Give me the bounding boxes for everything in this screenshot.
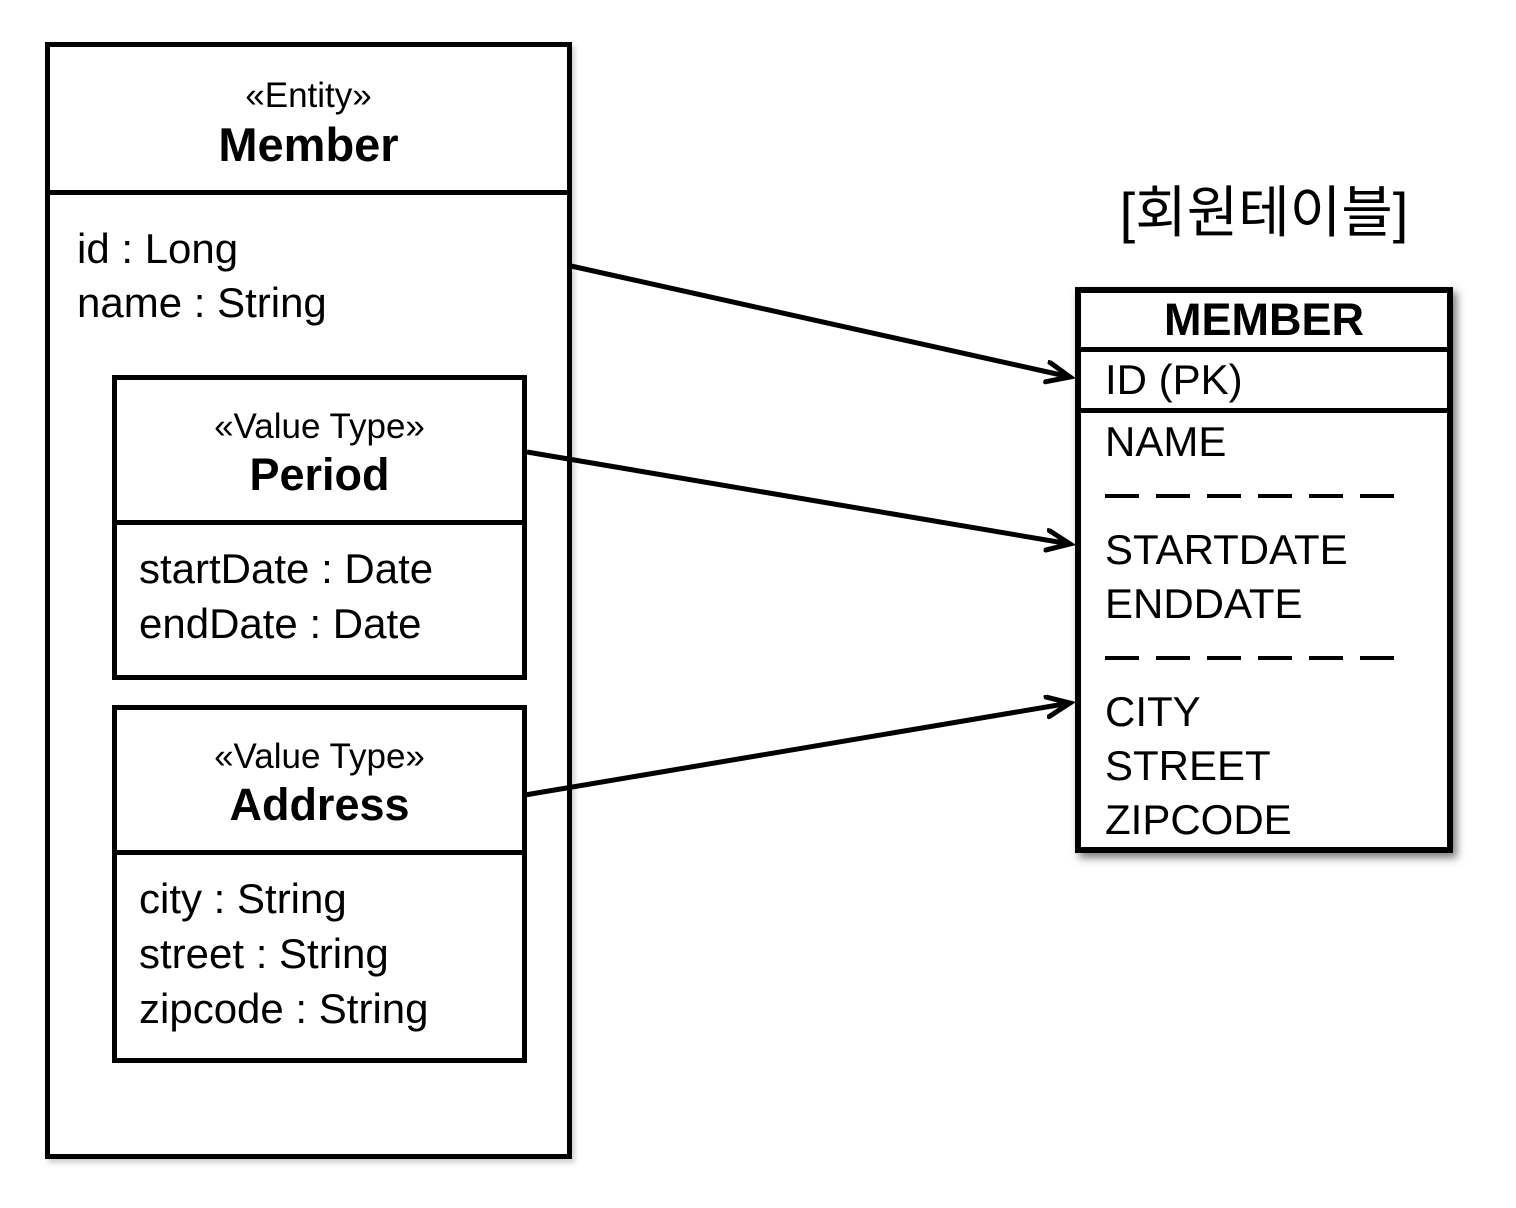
attribute-enddate: endDate : Date [139,600,422,647]
value-type-period-box: «Value Type» Period startDate : Date end… [112,375,527,680]
column-group-separator [1105,631,1447,685]
column-group-separator [1105,469,1447,523]
period-attributes: startDate : Date endDate : Date [117,525,522,651]
entity-stereotype: «Entity» [245,75,372,115]
address-stereotype: «Value Type» [214,737,425,776]
table-column-startdate: STARTDATE [1105,526,1348,573]
entity-name: Member [218,117,399,171]
attribute-city: city : String [139,875,347,922]
member-table-box: MEMBER ID (PK) NAME STARTDATE ENDDATE CI… [1075,287,1453,853]
period-header: «Value Type» Period [117,380,522,525]
table-pk-row: ID (PK) [1081,352,1447,413]
attribute-startdate: startDate : Date [139,545,434,592]
table-column-city: CITY [1105,688,1201,735]
value-type-address-box: «Value Type» Address city : String stree… [112,705,527,1063]
dashed-divider [1105,656,1395,660]
table-column-zipcode: ZIPCODE [1105,796,1292,843]
dashed-divider [1105,494,1395,498]
address-name: Address [229,779,410,830]
attribute-name: name : String [77,279,327,326]
table-column-name: NAME [1105,418,1227,465]
address-attributes: city : String street : String zipcode : … [117,855,522,1036]
attribute-zipcode: zipcode : String [139,985,429,1032]
table-column-street: STREET [1105,742,1271,789]
entity-attributes: id : Long name : String [50,200,567,330]
address-header: «Value Type» Address [117,710,522,855]
arrow-address-to-address-columns [524,703,1070,798]
table-body: NAME STARTDATE ENDDATE CITY STREET ZIPCO… [1081,413,1447,847]
arrow-period-to-date-columns [526,449,1070,544]
attribute-id: id : Long [77,225,239,272]
period-stereotype: «Value Type» [214,407,425,446]
arrow-member-to-id [570,263,1070,377]
table-column-enddate: ENDDATE [1105,580,1303,627]
table-caption: [회원테이블] [1119,181,1409,244]
entity-member-box: «Entity» Member id : Long name : String … [45,42,572,1159]
entity-header: «Entity» Member [50,47,567,195]
period-name: Period [249,449,390,500]
table-title: MEMBER [1081,293,1447,352]
attribute-street: street : String [139,930,389,977]
